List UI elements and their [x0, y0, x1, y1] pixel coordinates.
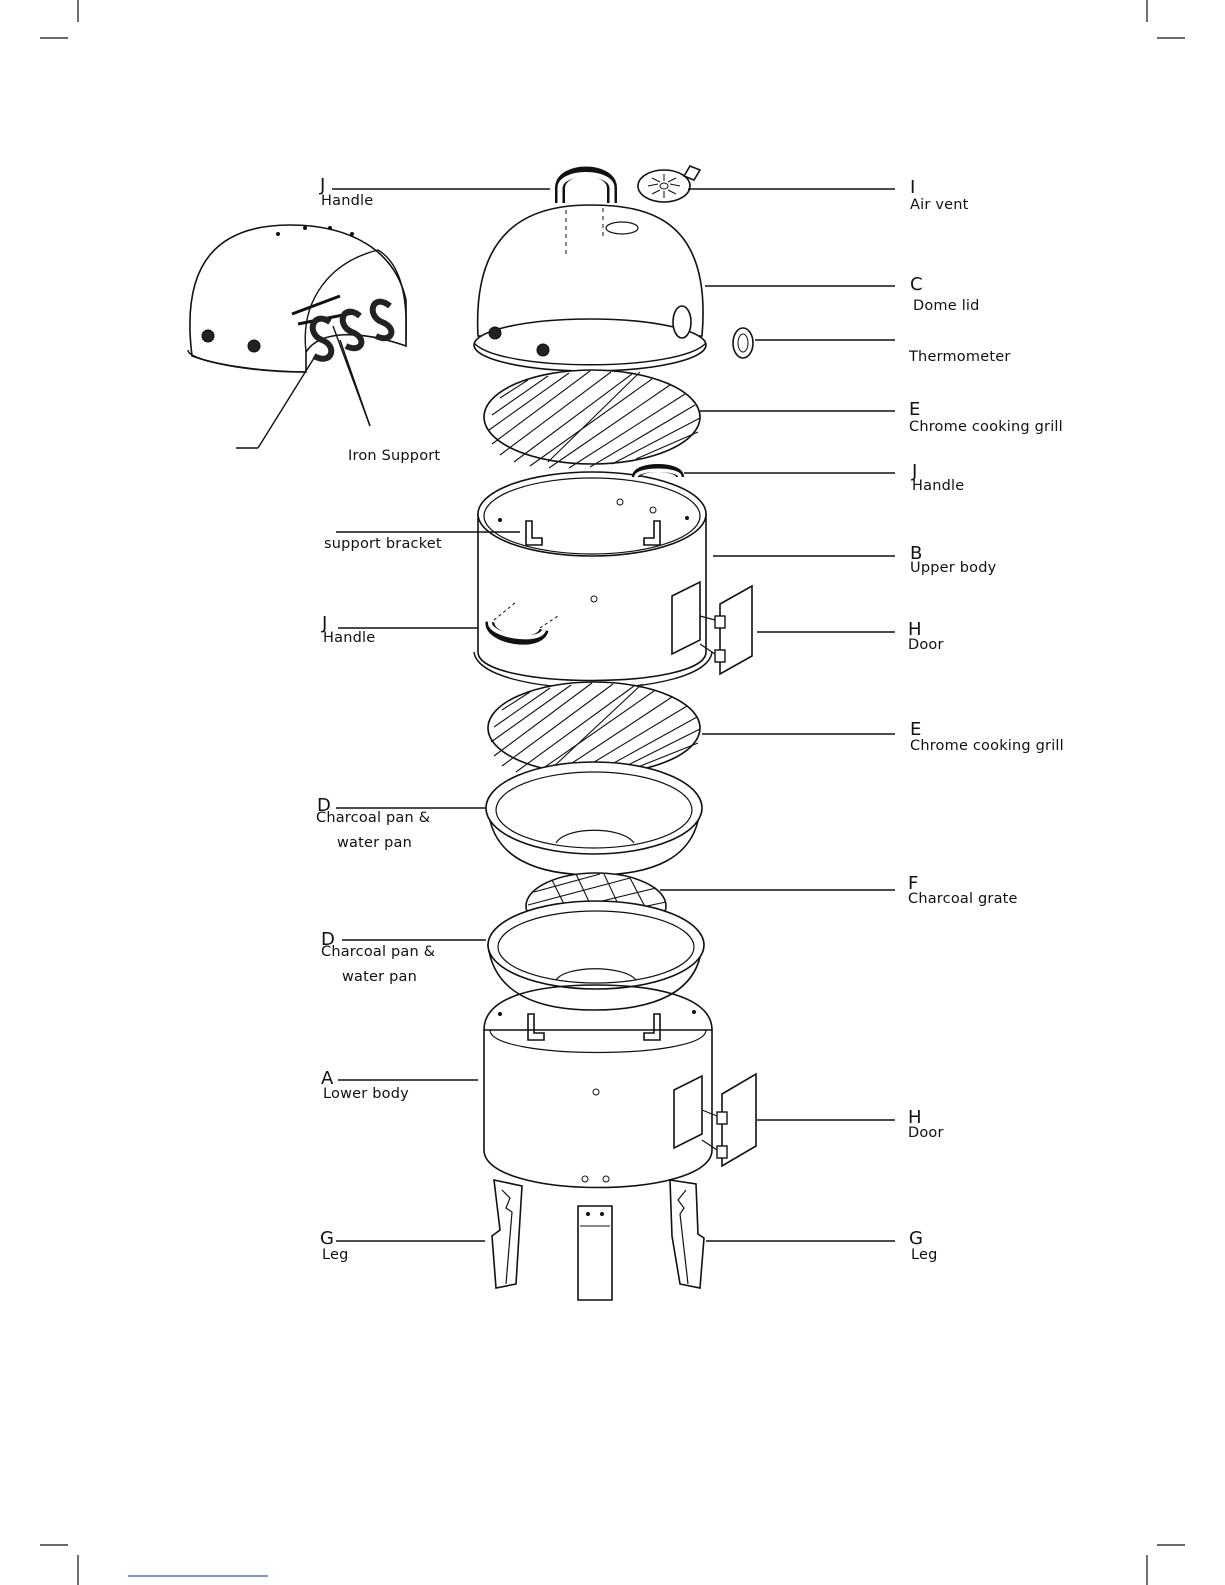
lower-body: [484, 985, 712, 1188]
label-d2-name2: water pan: [342, 968, 417, 986]
lid-handle: [560, 172, 612, 204]
thermometer-part: [733, 328, 753, 358]
label-i-name: Air vent: [910, 196, 969, 214]
label-support-bracket: support bracket: [324, 535, 442, 553]
label-h1-name: Door: [908, 636, 944, 654]
label-iron-support: Iron Support: [348, 447, 440, 465]
leg-right: [670, 1180, 704, 1288]
label-e2-name: Chrome cooking grill: [910, 737, 1064, 755]
dome-lid: [474, 205, 706, 371]
label-a-name: Lower body: [323, 1085, 409, 1103]
leg-center: [578, 1206, 612, 1300]
label-d2-name: Charcoal pan &: [321, 943, 435, 961]
cooking-grill-top: [484, 370, 700, 468]
air-vent: [638, 166, 700, 202]
label-g-left-name: Leg: [322, 1246, 349, 1264]
charcoal-pan-upper: [486, 762, 702, 875]
label-h2-name: Door: [908, 1124, 944, 1142]
inset-dome: [188, 225, 406, 372]
label-e1-letter: E: [909, 400, 920, 420]
label-j-left-name: Handle: [323, 629, 375, 647]
leg-left: [492, 1180, 522, 1288]
label-f-name: Charcoal grate: [908, 890, 1018, 908]
label-c-letter: C: [910, 275, 923, 295]
label-d1-name: Charcoal pan &: [316, 809, 430, 827]
label-thermometer: Thermometer: [909, 348, 1010, 366]
label-j-right-name: Handle: [912, 477, 964, 495]
label-j-top-name: Handle: [321, 192, 373, 210]
label-d1-name2: water pan: [337, 834, 412, 852]
label-c-name: Dome lid: [913, 297, 980, 315]
label-g-right-name: Leg: [911, 1246, 938, 1264]
label-e1-name: Chrome cooking grill: [909, 418, 1063, 436]
upper-body: [474, 472, 712, 688]
label-i-letter: I: [910, 178, 915, 198]
label-b-name: Upper body: [910, 559, 996, 577]
